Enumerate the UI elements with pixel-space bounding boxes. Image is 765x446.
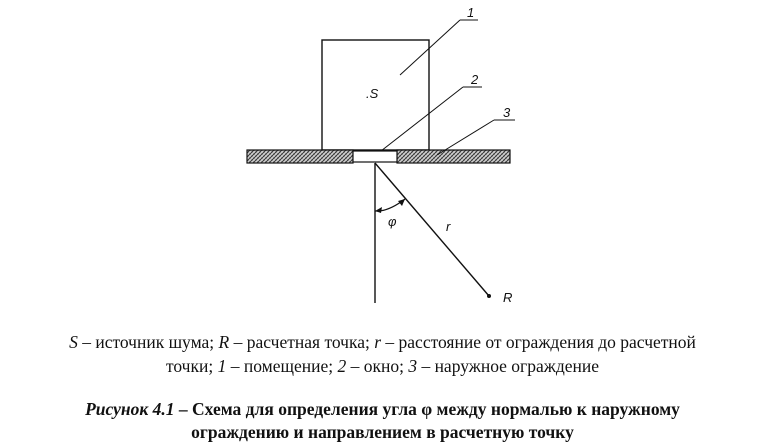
legend-number-1: 1 bbox=[217, 356, 227, 376]
figure-label: Рисунок 4.1 bbox=[85, 399, 175, 419]
legend-s-text: – источник шума; bbox=[77, 332, 219, 352]
distance-label: r bbox=[446, 219, 451, 234]
outer-wall-right bbox=[396, 149, 511, 164]
legend-number-2: 2 bbox=[337, 356, 347, 376]
angle-arrow-right bbox=[398, 199, 405, 206]
room-rectangle bbox=[321, 39, 430, 151]
window bbox=[352, 150, 398, 163]
figure-caption-line-1: Рисунок 4.1 – Схема для определения угла… bbox=[0, 398, 765, 420]
legend-distance-symbol: r bbox=[374, 332, 382, 352]
callout-1-leader bbox=[399, 19, 461, 76]
legend-window-text: – окно; bbox=[346, 356, 409, 376]
wall-diagram: .S φ r R 1 2 3 bbox=[246, 5, 515, 305]
source-label: .S bbox=[366, 86, 379, 101]
legend-number-3: 3 bbox=[408, 356, 418, 376]
figure-caption-line-2: ограждению и направлением в расчетную то… bbox=[0, 421, 765, 443]
design-point-dot bbox=[487, 294, 491, 298]
legend-distance-text: – расстояние от ограждения до расчетной bbox=[381, 332, 696, 352]
callout-1-number: 1 bbox=[467, 5, 474, 20]
angle-label: φ bbox=[388, 214, 397, 229]
angle-arrow-left bbox=[375, 207, 382, 213]
legend-line-2: точки; 1 – помещение; 2 – окно; 3 – нару… bbox=[0, 355, 765, 377]
legend-s-symbol: S bbox=[69, 332, 78, 352]
legend-points-text: точки; bbox=[165, 356, 218, 376]
callout-2-number: 2 bbox=[470, 72, 479, 87]
outer-wall-left bbox=[246, 149, 354, 164]
caption-text-1: – Схема для определения угла φ между нор… bbox=[174, 399, 680, 419]
legend-r-text: – расчетная точка; bbox=[229, 332, 375, 352]
callout-2-leader bbox=[380, 86, 464, 152]
caption-text-2: ограждению и направлением в расчетную то… bbox=[191, 422, 574, 442]
callout-3-leader bbox=[436, 119, 495, 156]
legend-r-symbol: R bbox=[218, 332, 230, 352]
callout-3-number: 3 bbox=[503, 105, 511, 120]
legend-wall-text: – наружное ограждение bbox=[417, 356, 600, 376]
legend-line-1: S – источник шума; R – расчетная точка; … bbox=[0, 331, 765, 353]
design-point-label: R bbox=[503, 290, 512, 305]
legend-room-text: – помещение; bbox=[226, 356, 338, 376]
distance-line bbox=[374, 162, 490, 297]
